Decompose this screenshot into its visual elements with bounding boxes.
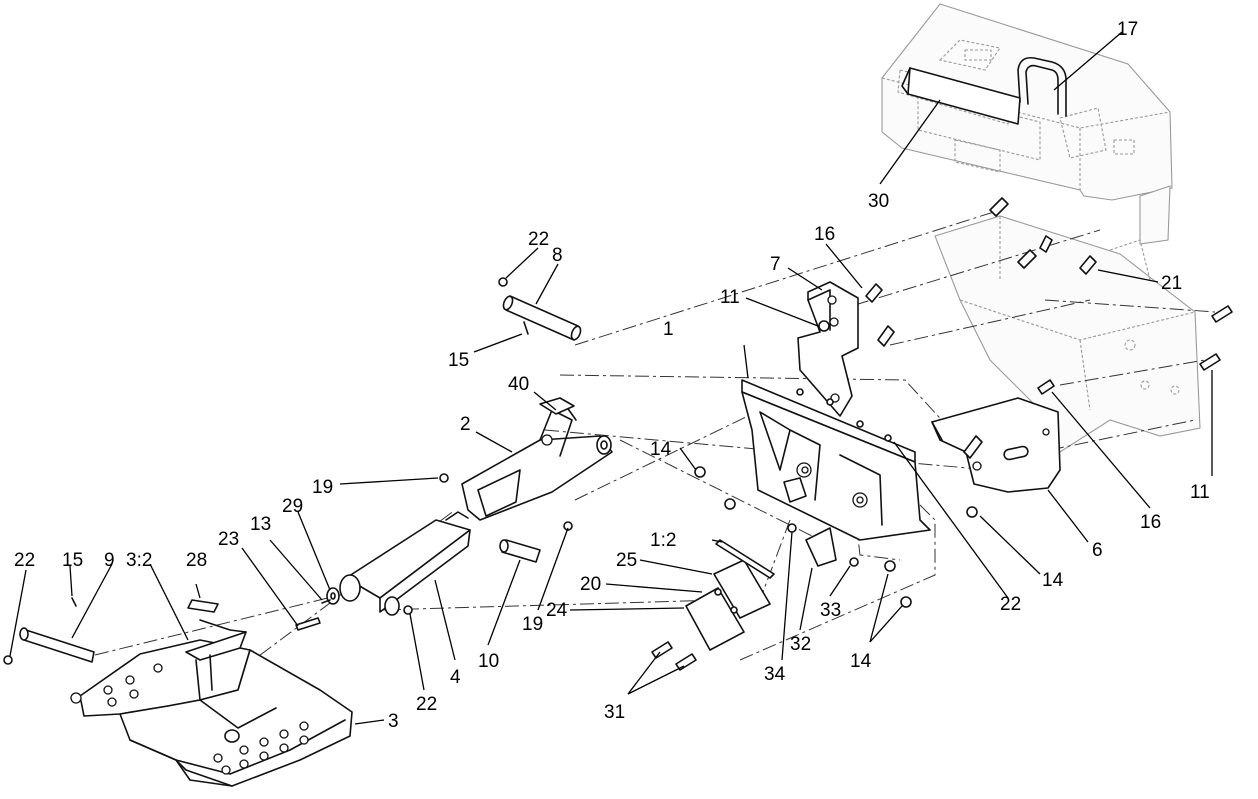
spring-part-29 xyxy=(326,587,340,605)
callout-19a: 19 xyxy=(312,477,333,498)
plate-part-24 xyxy=(685,587,745,651)
mount-plate-part-1 xyxy=(741,379,931,541)
arm-part-4 xyxy=(339,511,471,616)
pin-part-8 xyxy=(502,295,582,341)
pivot-arm-part-2 xyxy=(461,405,613,521)
callout-16a: 16 xyxy=(814,224,835,245)
callout-22a: 22 xyxy=(528,229,549,250)
bar-part-30 xyxy=(901,67,1021,125)
callout-25: 25 xyxy=(616,550,637,571)
callout-21: 21 xyxy=(1161,273,1182,294)
fasteners xyxy=(3,197,1233,671)
callout-11b: 11 xyxy=(1190,482,1210,503)
callout-22b: 22 xyxy=(14,550,35,571)
reference-frame-chassis xyxy=(881,3,1201,453)
strip-part-1-2 xyxy=(715,539,775,579)
callout-22c: 22 xyxy=(416,694,437,715)
callout-40: 40 xyxy=(508,374,529,395)
callout-4: 4 xyxy=(450,667,461,688)
foot-plate-part-3 xyxy=(70,639,353,787)
callout-14c: 14 xyxy=(850,651,872,672)
callout-3: 3 xyxy=(388,711,399,732)
callout-22d: 22 xyxy=(1000,594,1021,615)
leader-lines xyxy=(9,31,1213,725)
bracket-part-3-2 xyxy=(185,619,247,701)
callout-15a: 15 xyxy=(448,350,469,371)
callout-28: 28 xyxy=(186,550,207,571)
pin-part-9 xyxy=(19,627,95,663)
callout-14a: 14 xyxy=(650,439,672,460)
callout-11a: 11 xyxy=(720,287,740,308)
rod-part-10 xyxy=(499,539,541,563)
callout-31: 31 xyxy=(604,702,625,723)
callout-14b: 14 xyxy=(1042,570,1064,591)
callout-1: 1 xyxy=(663,319,674,340)
callout-24: 24 xyxy=(546,600,568,621)
callout-6: 6 xyxy=(1092,540,1103,561)
callout-29: 29 xyxy=(282,496,303,517)
callout-19b: 19 xyxy=(522,614,543,635)
callout-8: 8 xyxy=(552,245,563,266)
callout-16b: 16 xyxy=(1140,512,1161,533)
bumper-part-40 xyxy=(539,397,575,415)
callout-2: 2 xyxy=(460,414,471,435)
callout-15b: 15 xyxy=(62,550,83,571)
callout-10: 10 xyxy=(478,651,499,672)
callout-17: 17 xyxy=(1117,19,1138,40)
pin-part-13 xyxy=(321,599,331,604)
callout-23: 23 xyxy=(218,529,239,550)
handle-part-17 xyxy=(1017,56,1067,117)
callout-20: 20 xyxy=(580,574,601,595)
plate-part-25 xyxy=(713,559,771,619)
callout-labels: 1 1:2 2 3 3:2 4 6 7 8 9 10 11 11 13 14 1… xyxy=(14,19,1210,732)
callout-33: 33 xyxy=(820,600,841,621)
callout-30: 30 xyxy=(868,191,889,212)
pin-part-23 xyxy=(295,617,321,631)
bracket-part-6 xyxy=(931,397,1061,493)
callout-3-2: 3:2 xyxy=(126,550,152,571)
callout-32: 32 xyxy=(790,634,811,655)
callout-13: 13 xyxy=(250,514,271,535)
callout-34: 34 xyxy=(764,664,786,685)
pad-part-32 xyxy=(805,527,837,567)
callout-1-2: 1:2 xyxy=(650,530,676,551)
callout-7: 7 xyxy=(770,254,781,275)
decal-part-28 xyxy=(187,599,219,613)
bracket-part-7 xyxy=(797,281,859,417)
callout-9: 9 xyxy=(104,550,115,571)
